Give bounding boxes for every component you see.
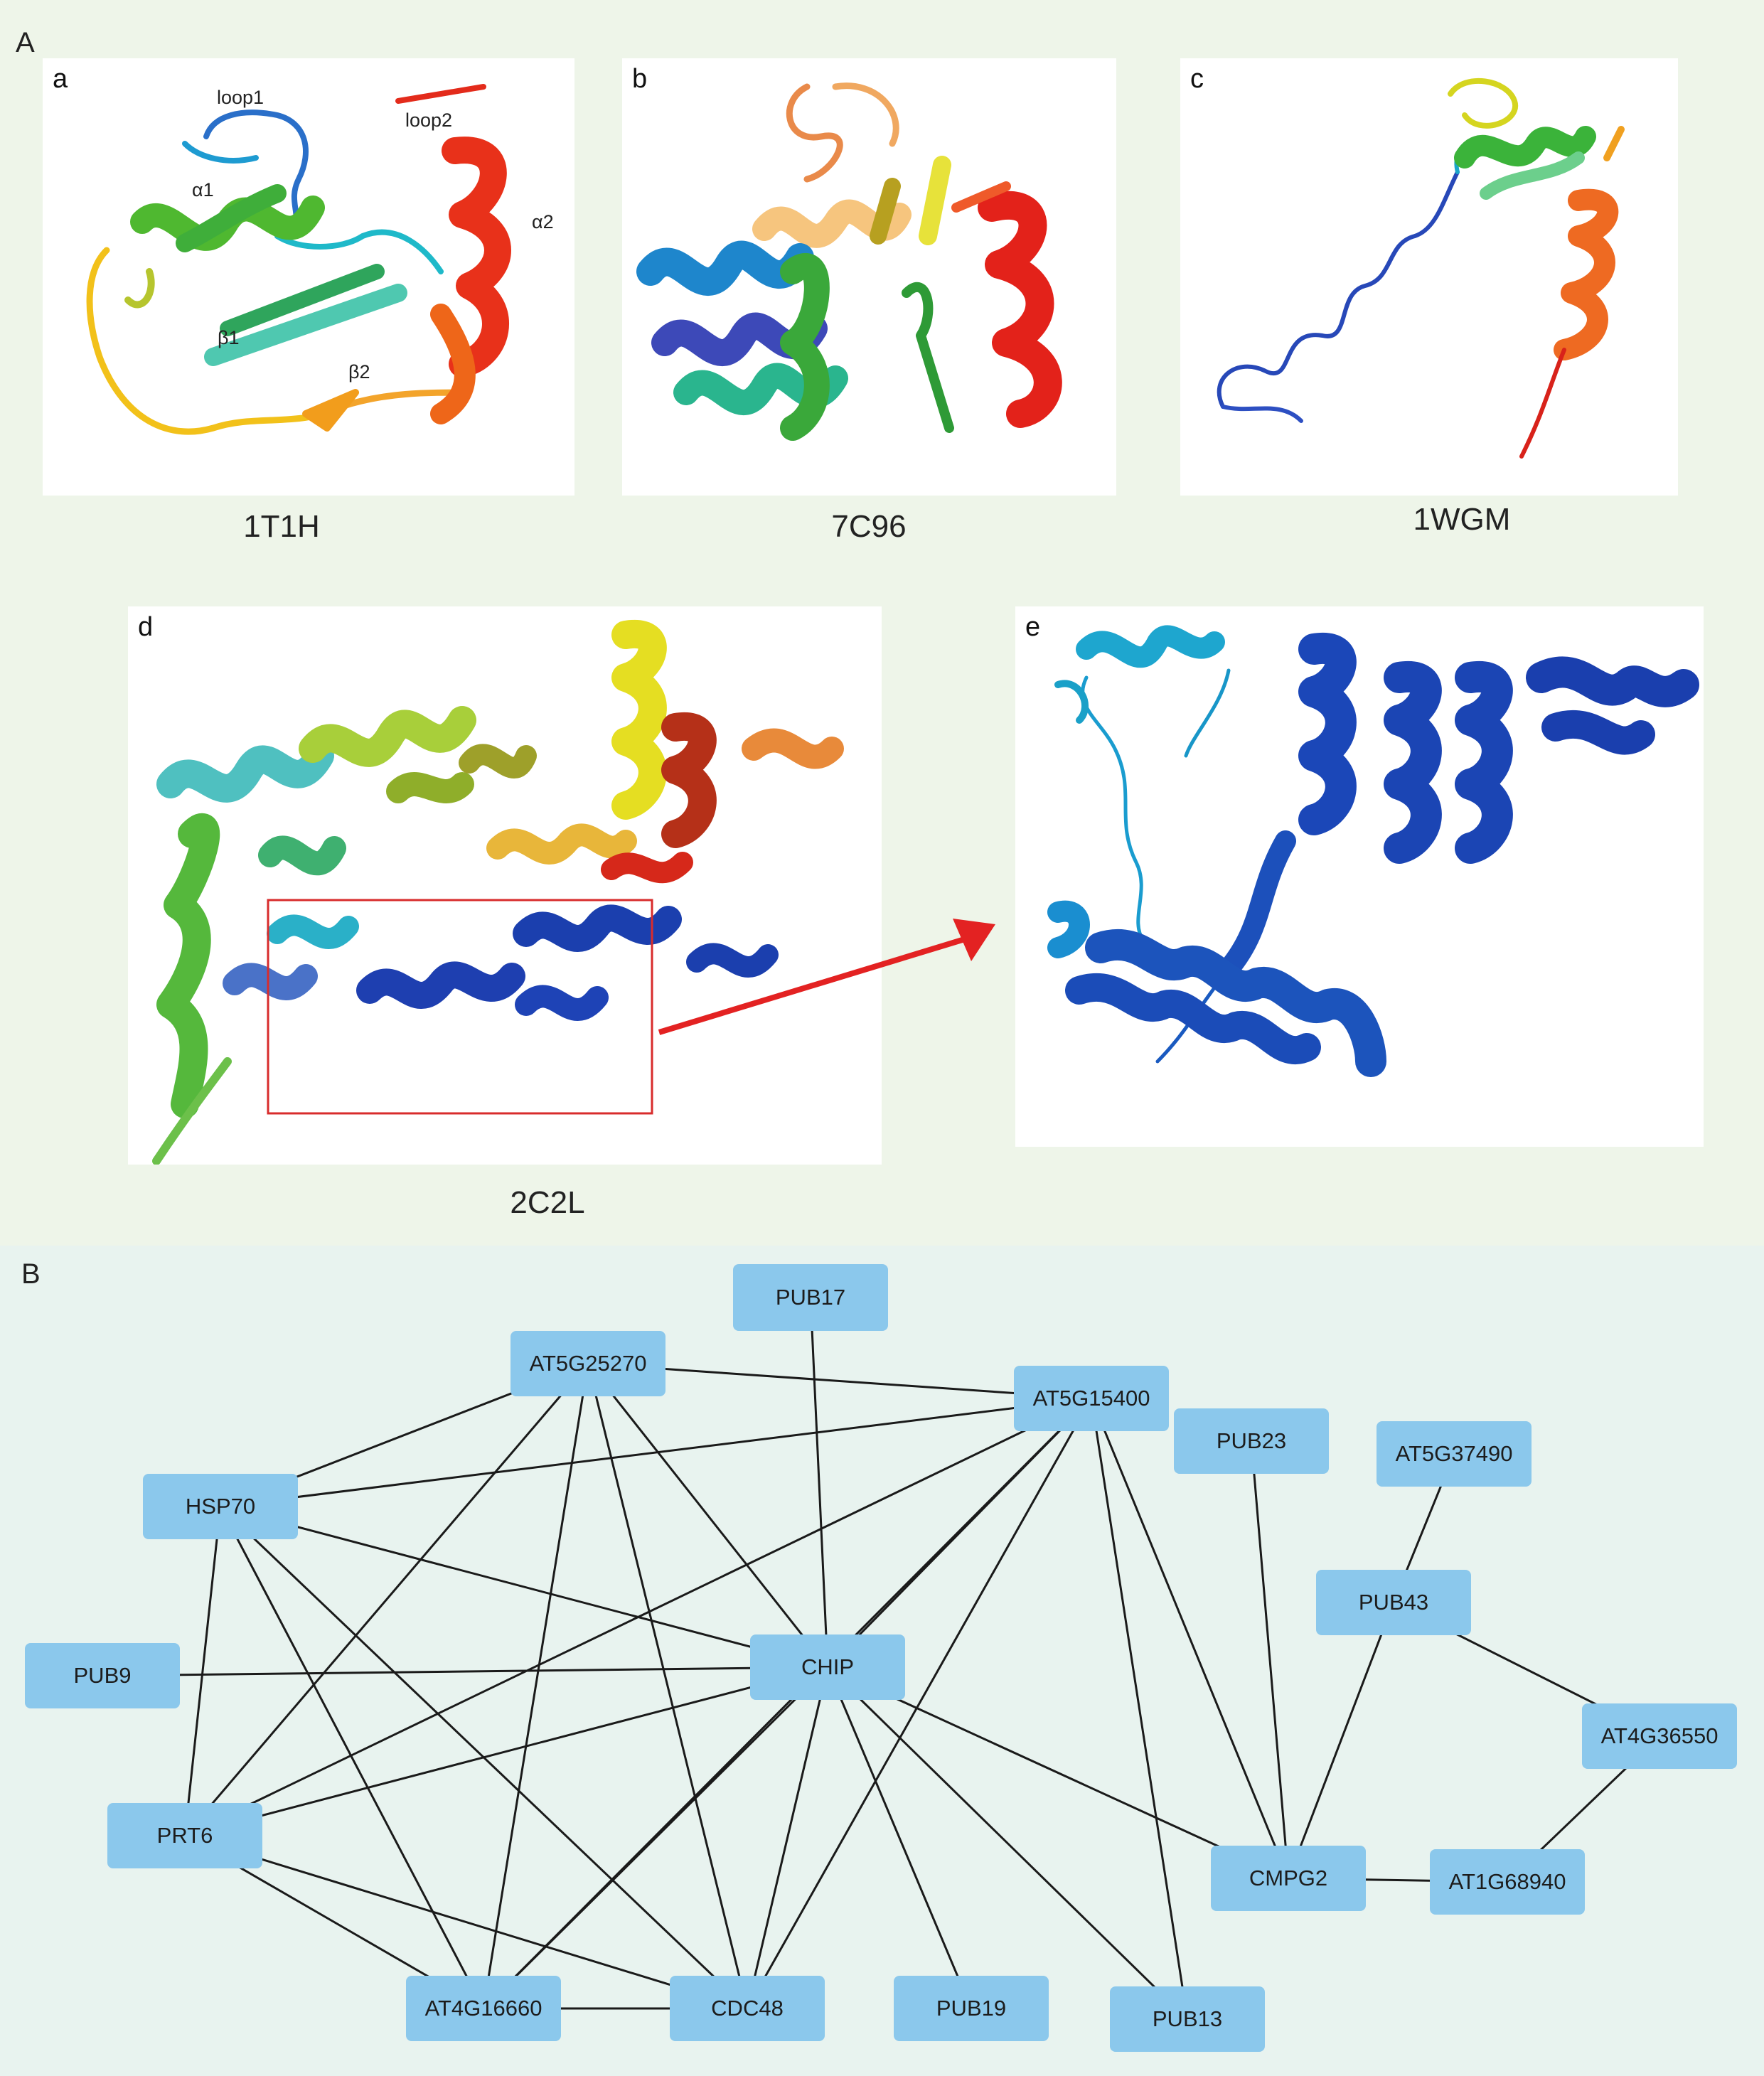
panel-a-letter: a [53,64,68,94]
edge-at5g15400-hsp70 [220,1397,1092,1508]
edge-chip-cmpg2 [827,1666,1289,1880]
zoom-arrow [658,919,995,1035]
protein-7c96-ribbon [636,82,1062,441]
section-b-label: B [21,1258,41,1290]
edge-pub9-chip [102,1666,828,1677]
edge-hsp70-at4g16660 [219,1506,485,2009]
panel-e-letter: e [1025,612,1041,642]
node-hsp70: HSP70 [143,1474,298,1539]
section-a-label: A [16,27,35,58]
node-pub19: PUB19 [894,1976,1049,2041]
node-at4g36550: AT4G36550 [1582,1703,1737,1769]
alpha1-label: α1 [192,179,214,200]
edge-prt6-chip [184,1666,828,1837]
protein-2c2l-ribbon [152,619,844,1165]
edge-at5g15400-cdc48 [746,1398,1093,2009]
panel-e-structure: e [1015,606,1704,1147]
node-at5g15400: AT5G15400 [1014,1366,1169,1431]
protein-1t1h-ribbon [86,84,511,435]
node-chip: CHIP [750,1634,905,1700]
panel-c-caption: 1WGM [1413,502,1511,537]
edge-chip-pub13 [826,1666,1189,2021]
edge-chip-at4g16660 [482,1666,829,2010]
node-pub43: PUB43 [1316,1570,1471,1635]
node-at4g16660: AT4G16660 [406,1976,561,2041]
node-pub23: PUB23 [1174,1408,1329,1474]
node-prt6: PRT6 [107,1803,262,1868]
edge-at5g25270-at5g15400 [587,1362,1092,1400]
node-at1g68940: AT1G68940 [1430,1849,1585,1915]
edge-chip-cdc48 [746,1666,829,2009]
node-pub17: PUB17 [733,1264,888,1331]
beta2-label: β2 [348,361,370,382]
node-pub9: PUB9 [25,1643,180,1708]
node-cmpg2: CMPG2 [1211,1846,1366,1911]
edge-pub23-cmpg2 [1250,1440,1290,1879]
alpha2-label: α2 [532,211,554,232]
edge-pub43-cmpg2 [1287,1602,1395,1879]
edge-pub17-chip [809,1297,829,1668]
edge-at5g25270-cdc48 [587,1363,749,2009]
protein-1wgm-ribbon [1217,77,1625,459]
edge-prt6-cdc48 [184,1834,748,2010]
panel-a-structure: a loop1 loop2 α1 α2 β1 β2 [43,58,574,496]
edge-chip-pub19 [826,1666,973,2009]
section-a: A a loop1 loop2 α1 α2 [16,27,1704,1220]
edge-at5g25270-at4g16660 [482,1363,589,2009]
loop1-label: loop1 [217,87,264,108]
panel-a-caption: 1T1H [243,509,320,544]
beta1-label: β1 [218,327,240,348]
interaction-network-edges [102,1297,1661,2021]
panel-b-caption: 7C96 [831,509,907,544]
loop2-label: loop2 [405,109,453,131]
node-at5g37490: AT5G37490 [1377,1421,1532,1487]
zoom-region-box [267,899,653,1115]
edge-at5g25270-prt6 [183,1363,589,1836]
edge-hsp70-chip [220,1505,828,1669]
node-at5g25270: AT5G25270 [511,1331,665,1396]
edge-hsp70-prt6 [183,1506,222,1836]
panel-b-letter: b [632,64,648,94]
panel-d-letter: d [138,612,154,642]
panel-d-caption: 2C2L [510,1185,585,1220]
panel-d-structure: d [128,606,882,1165]
edge-at5g15400-pub13 [1090,1398,1189,2020]
edge-at5g25270-chip [587,1363,829,1668]
node-cdc48: CDC48 [670,1976,825,2041]
protein-2c2l-zoom-ribbon [1047,625,1699,1077]
panel-c-structure: c [1180,58,1678,496]
panel-c-letter: c [1190,64,1204,94]
panel-b-structure: b [622,58,1116,496]
node-pub13: PUB13 [1110,1986,1265,2052]
edge-at5g15400-cmpg2 [1090,1398,1290,1879]
